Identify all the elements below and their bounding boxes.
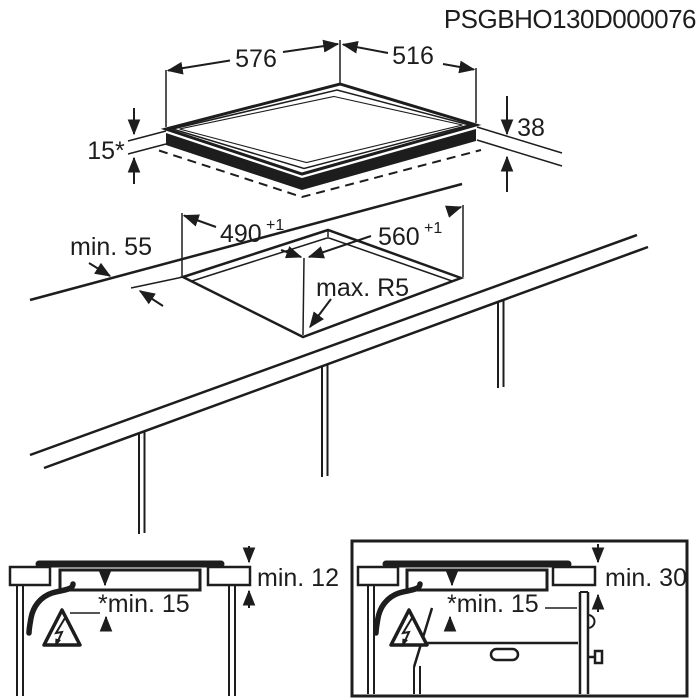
oven-side-knob — [593, 649, 604, 665]
dim-label-hob-depth: 516 — [392, 42, 434, 70]
worktop-front-edge-bottom — [43, 245, 649, 470]
worktop-front-edge-top — [29, 233, 638, 457]
cross-section-oven: *min. 15 min. 30 — [350, 539, 689, 698]
dim-hob-rim-height: 15* — [87, 108, 167, 184]
worktop-section-left — [356, 565, 400, 587]
dim-hob-depth: 516 — [341, 40, 477, 123]
dim-worktop-thickness: min. 12 — [242, 546, 339, 608]
cabinet-sides — [16, 585, 236, 696]
hob-body-section — [405, 568, 549, 592]
worktop-cutout-view: min. 55 490 +1 560 +1 max. R5 — [29, 182, 649, 534]
electric-shock-warning-icon — [389, 608, 429, 647]
dim-label-cutout-width: 560 — [378, 223, 420, 251]
dim-label-clearance-to-oven: min. 30 — [605, 564, 687, 592]
dim-label-hob-width: 576 — [235, 45, 277, 73]
worktop-section-left — [8, 565, 52, 587]
dim-clearance-below-hob-left: *min. 15 — [70, 570, 190, 632]
dim-label-edge-clearance: min. 55 — [70, 233, 152, 261]
dim-label-cutout-depth: 490 — [220, 220, 262, 248]
dim-hob-total-height: 38 — [476, 96, 563, 192]
hob-hidden-bottom-outline — [158, 149, 482, 199]
dim-label-clearance-below-right: *min. 15 — [447, 590, 539, 618]
part-number: PSGBHO130D000076 — [444, 4, 696, 34]
dim-label-cutout-depth-tolerance: +1 — [266, 217, 284, 234]
oven-handle — [489, 647, 520, 662]
cabinet-sides — [367, 585, 375, 694]
mains-cable — [373, 581, 423, 636]
dim-label-cutout-width-tolerance: +1 — [424, 220, 442, 237]
cross-section-drawer: *min. 15 min. 12 — [8, 546, 339, 696]
hob-isometric-view: 576 516 15* 38 — [87, 39, 563, 199]
oven-hinge — [587, 614, 596, 629]
dim-edge-clearance: min. 55 — [70, 233, 184, 307]
dim-label-total-height: 38 — [517, 114, 545, 142]
hob-glass-top — [160, 82, 482, 176]
hob-side-band — [166, 129, 476, 190]
worktop-section-right — [551, 565, 597, 587]
cabinet-panel-lines — [138, 301, 505, 534]
dim-cutout-depth: 490 +1 — [181, 213, 305, 336]
oven-outline — [412, 591, 604, 694]
mains-cable — [26, 581, 76, 636]
dim-cutout-width: 560 +1 — [307, 205, 464, 277]
hob-glass-edge-line — [179, 95, 463, 164]
dim-label-rim-height: 15* — [87, 137, 125, 165]
dim-clearance-below-hob-right: *min. 15 — [443, 570, 577, 632]
dim-label-clearance-below-left: *min. 15 — [98, 590, 190, 618]
dim-clearance-to-oven: min. 30 — [591, 544, 687, 612]
dim-label-corner-radius: max. R5 — [316, 274, 409, 302]
cutout-opening — [179, 228, 465, 339]
cutout-wall-left — [191, 237, 328, 282]
worktop-section-right — [206, 565, 252, 587]
hob-rim-inner-line — [169, 89, 473, 170]
dim-hob-width: 576 — [165, 39, 341, 127]
hob-body-section — [58, 568, 202, 592]
dim-label-worktop-thickness: min. 12 — [257, 564, 339, 592]
worktop-side-edge — [29, 182, 463, 302]
dim-corner-radius: max. R5 — [309, 274, 409, 329]
cutout-wall-right — [328, 237, 453, 282]
electric-shock-warning-icon — [42, 608, 82, 647]
